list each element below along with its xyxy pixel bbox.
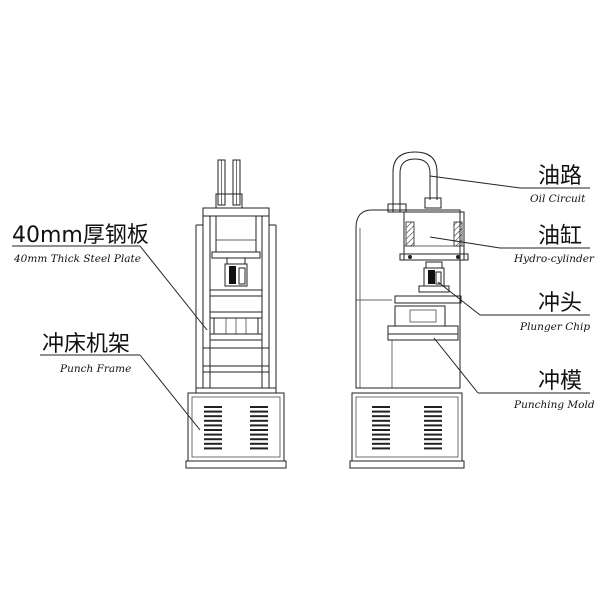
front-vents-left xyxy=(204,406,222,450)
vent-slot xyxy=(250,406,268,408)
label-steel-plate: 40mm厚钢板 40mm Thick Steel Plate xyxy=(12,223,149,265)
hydro-cylinder-cn: 油缸 xyxy=(538,224,582,249)
leader-lines xyxy=(12,175,590,431)
steel-plate-cn: 40mm厚钢板 xyxy=(12,223,149,248)
steel-plate-en: 40mm Thick Steel Plate xyxy=(13,253,141,265)
vent-slot xyxy=(424,447,442,450)
vent-slot xyxy=(372,419,390,422)
vent-slot xyxy=(372,415,390,418)
side-view-machine xyxy=(349,151,469,469)
label-hydro-cylinder: 油缸 Hydro-cylinder xyxy=(513,224,595,265)
punch-frame-en: Punch Frame xyxy=(59,363,131,375)
oil-circuit-en: Oil Circuit xyxy=(530,193,586,205)
vent-slot xyxy=(372,447,390,450)
vent-slot xyxy=(250,424,268,427)
vent-slot xyxy=(372,433,390,436)
side-punching-mold xyxy=(387,295,462,388)
vent-slot xyxy=(204,447,222,450)
vent-slot xyxy=(424,419,442,422)
vent-slot xyxy=(424,424,442,427)
vent-slot xyxy=(250,410,268,413)
vent-slot xyxy=(372,424,390,427)
front-plunger xyxy=(224,257,248,287)
label-punching-mold: 冲模 Punching Mold xyxy=(513,369,595,411)
vent-slot xyxy=(250,447,268,450)
vent-slot xyxy=(372,410,390,413)
front-top-plate xyxy=(202,207,270,217)
punch-frame-cn: 冲床机架 xyxy=(42,332,130,357)
vent-slot xyxy=(250,438,268,441)
vent-slot xyxy=(424,410,442,413)
vent-slot xyxy=(424,406,442,408)
vent-slot xyxy=(204,419,222,422)
side-hydro-cylinder xyxy=(399,211,469,261)
side-c-frame xyxy=(355,209,461,389)
vent-slot xyxy=(204,442,222,445)
vent-slot xyxy=(250,419,268,422)
vent-slot xyxy=(250,429,268,431)
vent-slot xyxy=(204,424,222,427)
side-base-cabinet xyxy=(349,392,465,469)
vent-slot xyxy=(204,415,222,418)
vent-slot xyxy=(204,429,222,431)
vent-slot xyxy=(204,406,222,408)
side-oil-pipe xyxy=(392,151,438,212)
vent-slot xyxy=(204,410,222,413)
vent-slot xyxy=(424,438,442,441)
vent-slot xyxy=(424,429,442,431)
vent-slot xyxy=(372,442,390,445)
punching-mold-cn: 冲模 xyxy=(538,369,582,394)
front-base-cabinet xyxy=(185,392,287,469)
vent-slot xyxy=(250,433,268,436)
vent-slot xyxy=(204,433,222,436)
front-view-machine xyxy=(185,159,287,469)
hydro-cylinder-en: Hydro-cylinder xyxy=(513,253,595,265)
front-cylinder xyxy=(211,215,261,259)
front-oil-pipes xyxy=(215,159,243,209)
plunger-chip-cn: 冲头 xyxy=(538,291,582,316)
front-vents-right xyxy=(250,406,268,450)
punching-mold-en: Punching Mold xyxy=(513,399,595,411)
vent-slot xyxy=(372,406,390,408)
vent-slot xyxy=(424,433,442,436)
plunger-chip-en: Plunger Chip xyxy=(519,321,590,333)
vent-slot xyxy=(250,442,268,445)
label-punch-frame: 冲床机架 Punch Frame xyxy=(42,332,131,375)
side-plunger-chip xyxy=(418,261,450,293)
vent-slot xyxy=(424,442,442,445)
vent-slot xyxy=(250,415,268,418)
vent-slot xyxy=(424,415,442,418)
vent-slot xyxy=(204,438,222,441)
side-vents-right xyxy=(424,406,442,450)
vent-slot xyxy=(372,438,390,441)
front-mold xyxy=(209,311,263,341)
vent-slot xyxy=(372,429,390,431)
oil-circuit-cn: 油路 xyxy=(538,164,582,189)
label-plunger-chip: 冲头 Plunger Chip xyxy=(519,291,590,333)
side-vents-left xyxy=(372,406,390,450)
label-oil-circuit: 油路 Oil Circuit xyxy=(530,164,586,205)
front-crossbeam xyxy=(209,289,263,297)
front-frame-columns xyxy=(195,215,277,389)
front-lower-frame xyxy=(195,347,277,394)
